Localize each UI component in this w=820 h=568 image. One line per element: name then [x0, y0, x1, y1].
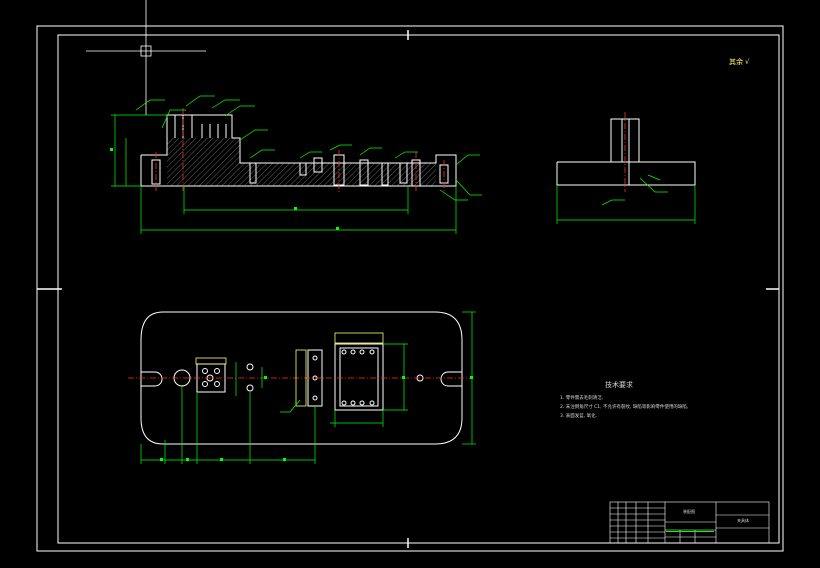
tech-req-item: 3. 表面发蓝, 氧化.	[560, 414, 598, 419]
roughness-note-text: 其余	[729, 58, 743, 66]
roughness-symbol: √	[745, 58, 750, 66]
outer-sheet-border	[36, 25, 784, 552]
title-block-drawing-label: 装配图	[683, 509, 695, 514]
cursor-crosshair[interactable]	[86, 0, 206, 115]
top-view	[128, 311, 476, 464]
roughness-note: 其余√	[729, 59, 749, 66]
front-view	[110, 95, 482, 234]
side-view	[556, 112, 696, 224]
centering-marks	[37, 30, 779, 548]
title-block-part-name: 夹具体	[737, 518, 749, 523]
tech-req-item: 2. 未注倒角尺寸 C1, 不允许有裂纹, 缺陷等影响零件使用的缺陷,	[560, 405, 689, 410]
inner-drawing-frame	[57, 34, 780, 544]
tech-req-item: 1. 零件需去毛刺清洁,	[560, 396, 604, 401]
tech-req-title: 技术要求	[605, 381, 633, 389]
title-block	[609, 501, 770, 544]
